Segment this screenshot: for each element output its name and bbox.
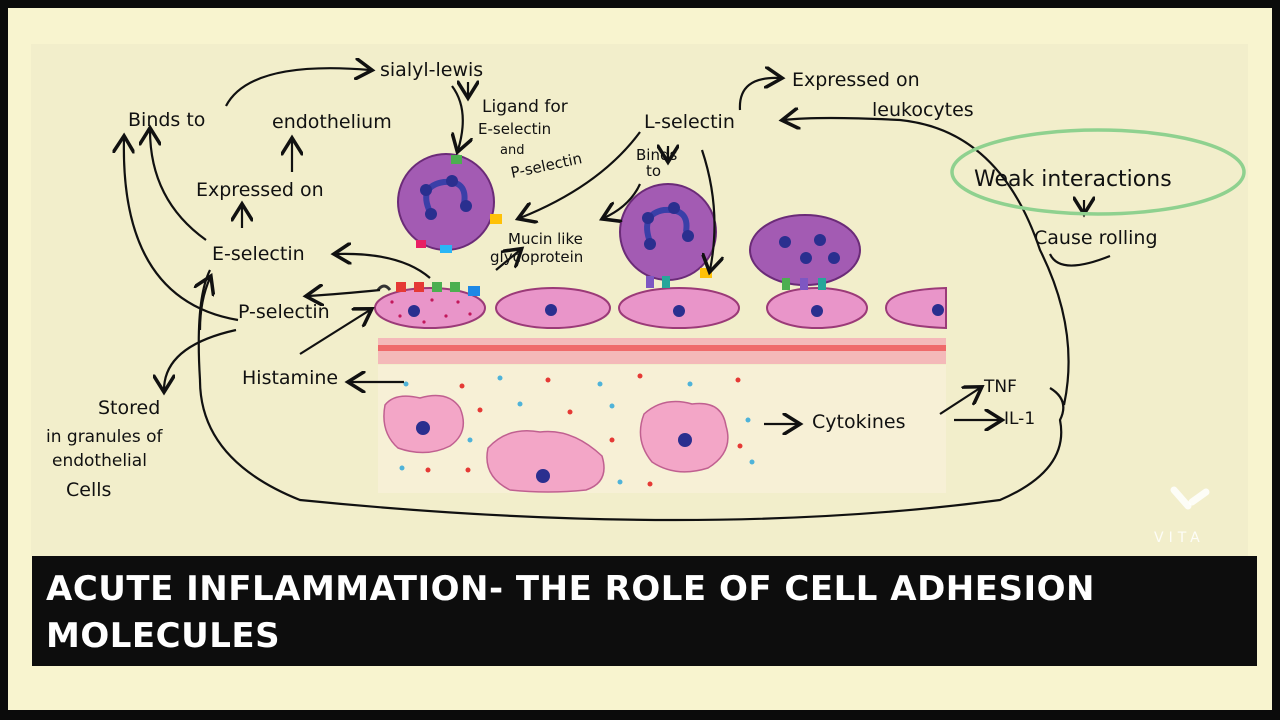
label-glycoprotein: glycoprotein xyxy=(490,248,583,266)
tissue-cells xyxy=(383,394,729,493)
cytokine-dots xyxy=(399,373,755,487)
label-cells: Cells xyxy=(66,479,111,501)
banner-title: ACUTE INFLAMMATION- THE ROLE OF CELL ADH… xyxy=(46,569,1095,656)
label-and: and xyxy=(500,143,524,158)
vita-watermark: VITA xyxy=(1148,482,1228,552)
label-p-selectin: P-selectin xyxy=(238,301,330,323)
leukocyte-1 xyxy=(397,153,502,253)
surface-selectins xyxy=(376,282,480,296)
vita-logo-icon xyxy=(1170,486,1210,510)
label-stored: Stored xyxy=(98,397,160,419)
leukocyte-2 xyxy=(619,183,717,288)
label-binds: Binds xyxy=(636,146,677,164)
endothelial-cells xyxy=(374,286,947,330)
label-il-1: IL-1 xyxy=(1004,409,1035,429)
highlight-circle xyxy=(950,128,1246,216)
label-to: to xyxy=(646,162,661,180)
label-endothelium: endothelium xyxy=(272,111,392,133)
watermark-text: VITA xyxy=(1154,530,1205,546)
label-binds-to: Binds to xyxy=(128,109,205,131)
label-e-selectin-ligand: E-selectin xyxy=(478,120,551,138)
label-endothelial: endothelial xyxy=(52,451,147,471)
label-expressed-on: Expressed on xyxy=(196,179,324,201)
connector-arrows xyxy=(124,68,1111,522)
label-sialyl-lewis: sialyl-lewis xyxy=(380,59,483,81)
endothelial-cell xyxy=(374,287,486,329)
label-e-selectin: E-selectin xyxy=(212,243,305,265)
granule-dots xyxy=(390,298,472,324)
label-ligand-for: Ligand for xyxy=(482,97,568,117)
label-weak-interactions: Weak interactions xyxy=(974,167,1172,192)
label-cause-rolling: Cause rolling xyxy=(1034,227,1158,249)
title-banner: ACUTE INFLAMMATION- THE ROLE OF CELL ADH… xyxy=(32,556,1257,666)
label-cytokines: Cytokines xyxy=(812,411,906,433)
label-mucin-like: Mucin like xyxy=(508,230,583,248)
label-l-selectin: L-selectin xyxy=(644,111,735,133)
label-expressed-on-2: Expressed on xyxy=(792,69,920,91)
label-in-granules-of: in granules of xyxy=(46,427,163,447)
label-histamine: Histamine xyxy=(242,367,338,389)
label-tnf: TNF xyxy=(983,377,1017,397)
endothelial-cell xyxy=(884,286,947,330)
leukocyte-3 xyxy=(749,214,861,290)
label-leukocytes: leukocytes xyxy=(872,99,974,121)
